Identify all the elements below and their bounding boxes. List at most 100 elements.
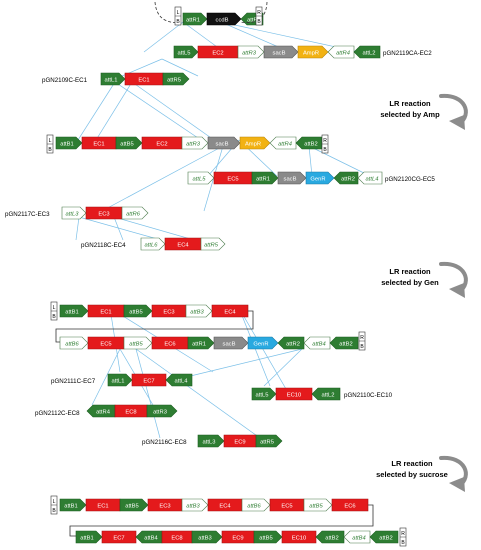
row4-AmpR-label: AmpR bbox=[245, 142, 261, 148]
row2-attL2-shape bbox=[353, 45, 381, 59]
row4-attB1-shape bbox=[55, 136, 83, 150]
row3-attL1-shape bbox=[100, 72, 126, 86]
recombination-link bbox=[131, 81, 215, 141]
row2-EC2-label: EC2 bbox=[212, 51, 223, 57]
row13-attB5-label: attB5 bbox=[125, 504, 139, 510]
row2-AmpR-shape bbox=[297, 45, 329, 59]
step-2-title-line-2: selected by Gen bbox=[381, 278, 439, 287]
clone-name-ec7: pGN2111C-EC7 bbox=[51, 378, 96, 385]
recombination-link bbox=[78, 216, 162, 241]
row5-attL4-label: attL4 bbox=[366, 177, 379, 183]
row8-attR2-label: attR2 bbox=[286, 342, 300, 348]
side-marker-row1-right-top: R bbox=[257, 10, 261, 16]
row13-EC10-shape bbox=[281, 530, 317, 544]
row8-EC1-label: EC1 bbox=[100, 310, 111, 316]
row13-attB4-label: attB4 bbox=[144, 536, 158, 542]
row13-attB5-shape bbox=[119, 498, 149, 512]
side-marker-row13-right-top: R bbox=[401, 531, 405, 537]
row13-EC4-label: EC4 bbox=[219, 504, 231, 510]
row8-attB5-shape bbox=[123, 304, 153, 318]
row8-attB6-label: attB6 bbox=[65, 342, 79, 348]
recombination-link bbox=[75, 216, 80, 241]
row8-EC3-label: EC3 bbox=[163, 310, 174, 316]
row13-attB1b-label: attB1 bbox=[80, 536, 94, 542]
clone-name-ec8: pGN2112C-EC8 bbox=[35, 410, 80, 417]
row8-attB5-label: attB5 bbox=[129, 310, 143, 316]
row8-attB6-shape bbox=[59, 336, 89, 350]
side-marker-row1-left-bottom: B bbox=[176, 19, 180, 25]
row13-attB6-shape bbox=[241, 498, 271, 512]
row13-EC5-label: EC5 bbox=[281, 504, 292, 510]
clone-name-ec4: pGN2118C-EC4 bbox=[81, 242, 126, 249]
row13-attB1b-shape bbox=[75, 530, 103, 544]
row4-AmpR-shape bbox=[239, 136, 271, 150]
step-1-arrow bbox=[439, 93, 468, 130]
recombination-link bbox=[101, 145, 224, 212]
row12-attR5-label: attR5 bbox=[260, 440, 274, 446]
row11-attR3-shape bbox=[146, 404, 178, 418]
row8-attB5b-label: attB5 bbox=[129, 342, 143, 348]
row13-attB4-shape bbox=[135, 530, 163, 544]
step-1-title-line-2: selected by Amp bbox=[380, 110, 440, 119]
step-3-title-line-2: selected by sucrose bbox=[376, 470, 448, 479]
row4-attB5-shape bbox=[115, 136, 143, 150]
row10-attL5-label: attL5 bbox=[256, 393, 269, 399]
row13-attB3-shape bbox=[181, 498, 209, 512]
row8-sacB-shape bbox=[213, 336, 249, 350]
side-marker-row8-left-bottom: B bbox=[52, 314, 56, 320]
recombination-link bbox=[135, 348, 161, 439]
recombination-link bbox=[143, 21, 184, 53]
row4-attB5-label: attB5 bbox=[120, 142, 134, 148]
row4-attB1-label: attB1 bbox=[60, 142, 74, 148]
row6-attL3-label: attL3 bbox=[66, 212, 80, 218]
row11-EC8-label: EC8 bbox=[125, 410, 136, 416]
row8-GenR-label: GenR bbox=[253, 342, 268, 348]
plasmid-backbone-right bbox=[239, 1, 268, 23]
row13-attB2b-label: attB2 bbox=[379, 536, 393, 542]
row6-attR6-shape bbox=[121, 206, 149, 220]
row7-attR5-label: attR5 bbox=[204, 243, 219, 249]
row3-attR5-shape bbox=[162, 72, 190, 86]
row3-EC1-label: EC1 bbox=[138, 78, 149, 84]
row8-wrap-connector bbox=[55, 310, 254, 343]
recombination-link bbox=[308, 145, 313, 177]
row11-attR4-shape bbox=[86, 404, 116, 418]
clone-name-dest: pGN2119CA-EC2 bbox=[383, 50, 432, 57]
row5-attL5-label: attL5 bbox=[193, 177, 207, 183]
row13-EC1-label: EC1 bbox=[97, 504, 108, 510]
row5-attR1-shape bbox=[251, 171, 279, 185]
row5-EC5-label: EC5 bbox=[227, 177, 238, 183]
row13-attB2-label: attB2 bbox=[325, 536, 339, 542]
step-3-title-line-1: LR reaction bbox=[391, 459, 433, 468]
row5-GenR-label: GenR bbox=[310, 177, 325, 183]
row2-attL5-shape bbox=[173, 45, 199, 59]
row8-attR1-shape bbox=[187, 336, 215, 350]
side-marker-row4-left-top: L bbox=[49, 138, 52, 144]
recombination-link bbox=[113, 216, 195, 241]
row2-attL5-label: attL5 bbox=[178, 51, 191, 57]
row5-GenR-shape bbox=[305, 171, 335, 185]
row11-attR3-label: attR3 bbox=[153, 410, 167, 416]
step-3-arrow bbox=[439, 455, 468, 492]
step-1-arrow-head bbox=[449, 115, 465, 130]
row4-attR3-shape bbox=[181, 136, 209, 150]
row13-wrap-connector bbox=[69, 504, 374, 537]
row8-attB2-shape bbox=[329, 336, 359, 350]
row8-attB1-shape bbox=[59, 304, 89, 318]
recombination-link bbox=[177, 348, 303, 380]
row3-attL1-label: attL1 bbox=[105, 78, 118, 84]
row11-attR4-label: attR4 bbox=[96, 410, 111, 416]
recombination-link bbox=[77, 81, 116, 141]
row13-attB3b-label: attB3 bbox=[198, 536, 212, 542]
recombination-link bbox=[114, 81, 202, 141]
row13-EC9-label: EC9 bbox=[232, 536, 243, 542]
row13-EC7-shape bbox=[101, 530, 137, 544]
recombination-link bbox=[91, 348, 121, 406]
row10-attL2-shape bbox=[311, 387, 341, 401]
row6-attL3-shape bbox=[61, 206, 87, 220]
recombination-link bbox=[135, 348, 261, 439]
clone-name-ec10: pGN2110C-EC10 bbox=[344, 392, 393, 399]
recombination-link bbox=[113, 216, 124, 241]
side-marker-row13-left-top: L bbox=[53, 499, 56, 505]
